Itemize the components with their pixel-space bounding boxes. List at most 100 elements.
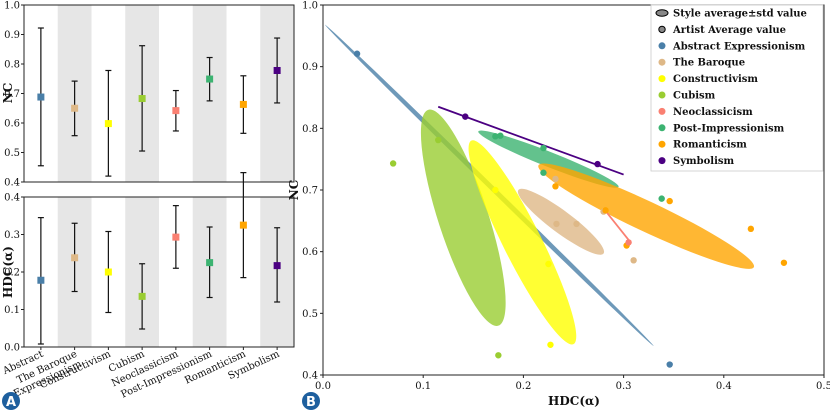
mean-marker [239,100,247,108]
artist-point-the-baroque [552,175,559,183]
error-bar-2 [71,222,79,293]
artist-point-romanticism [552,183,559,190]
style-line-symbolism [437,105,624,176]
artist-point-cubism [495,352,502,359]
y-axis-label: NC [1,83,15,104]
legend-label: Neoclassicism [673,107,753,118]
y-tick-label: 0.5 [302,309,318,320]
y-tick-label: 0.8 [302,124,318,135]
legend-label: Cubism [673,91,716,102]
error-bars [37,172,281,345]
artist-point-the-baroque [573,220,580,228]
legend-swatch [658,140,666,148]
x-tick-label: 0.1 [415,381,431,392]
y-tick-label: 1.0 [302,1,318,12]
mean-marker [37,276,45,284]
artist-point-post-impressionism [497,132,504,139]
artist-point-the-baroque [630,257,637,264]
style-line-neoclassicism [602,207,632,243]
mean-marker [273,262,281,270]
error-bar-4 [138,263,146,330]
artist-point-abstract-expressionism [353,50,361,57]
legend-swatch [658,42,666,50]
y-tick-label: 0.0 [4,343,20,354]
mean-marker [71,254,79,262]
mean-marker [138,95,146,103]
y-ticks: 0.40.50.60.70.80.91.0 [4,1,24,189]
legend-item-7: Neoclassicism [658,107,753,118]
mean-marker [172,233,180,241]
badge-a-circle [2,392,20,410]
legend-label: Romanticism [673,140,747,151]
y-tick-label: 0.6 [4,119,20,130]
error-bar-3 [104,69,112,177]
legend-swatch [658,58,666,66]
legend-label: Constructivism [673,74,758,85]
legend-item-4: The Baroque [658,58,745,69]
x-tick-label: 0.5 [816,381,830,392]
ellipse-romanticism [538,163,755,269]
legend-item-9: Romanticism [658,140,747,151]
mean-marker [206,259,214,267]
artist-point-post-impressionism [658,195,665,202]
error-bar-5 [172,89,180,132]
legend-item-5: Constructivism [658,74,758,85]
badge-b-label: B [306,395,316,410]
plot-frame [23,196,295,348]
error-bar-6 [206,226,214,299]
y-tick-label: 0.4 [4,178,20,189]
error-bar-5 [172,205,180,269]
error-bar-2 [71,80,79,137]
x-tick-label: 0.4 [716,381,732,392]
y-axis-label: NC [287,180,301,201]
y-tick-label: 0.9 [4,30,20,41]
artist-point-constructivism [547,341,554,348]
panel-a-top: 0.40.50.60.70.80.91.0 NC [1,1,295,189]
y-tick-label: 0.3 [4,230,20,241]
artist-point-constructivism [492,186,499,194]
x-tick-label: 0.2 [515,381,531,392]
y-tick-label: 1.0 [4,1,20,12]
error-bar-6 [206,56,214,102]
legend-swatch [658,124,666,132]
y-tick-label: 0.2 [4,268,20,279]
error-bar-1 [37,27,45,167]
mean-marker [104,268,112,276]
legend-swatch [658,157,666,165]
y-tick-label: 0.7 [4,89,20,100]
artist-point-the-baroque [553,220,560,228]
y-tick-label: 0.8 [4,60,20,71]
y-tick-label: 0.1 [4,305,20,316]
artist-point-neoclassicism [625,239,632,246]
artist-point-symbolism [462,113,469,120]
artist-points [353,50,788,368]
mean-marker [273,66,281,74]
legend-label: Post-Impressionism [673,123,785,134]
y-ticks: 0.40.50.60.70.80.91.0 [302,1,323,382]
artist-point-constructivism [545,260,552,268]
y-axis-label: HDC(α) [1,246,15,298]
legend-swatch [658,75,666,83]
mean-marker [172,107,180,115]
mean-marker [206,75,214,83]
legend-label: The Baroque [673,58,745,69]
artist-point-romanticism [666,197,673,205]
error-bar-7 [239,75,247,134]
artist-point-romanticism [747,225,755,233]
legend-item-1: Style average±std value [655,9,807,20]
artist-point-romanticism [780,259,788,266]
legend-item-8: Post-Impressionism [658,123,785,134]
artist-point-post-impressionism [492,133,499,140]
y-tick-label: 0.4 [302,371,318,382]
legend-swatch-dot [658,25,666,34]
legend-label: Style average±std value [673,9,807,20]
style-ellipses [324,24,755,347]
ellipse-the-baroque [517,188,605,255]
ellipse-post-impressionism [478,130,619,188]
y-tick-label: 0.9 [302,62,318,73]
